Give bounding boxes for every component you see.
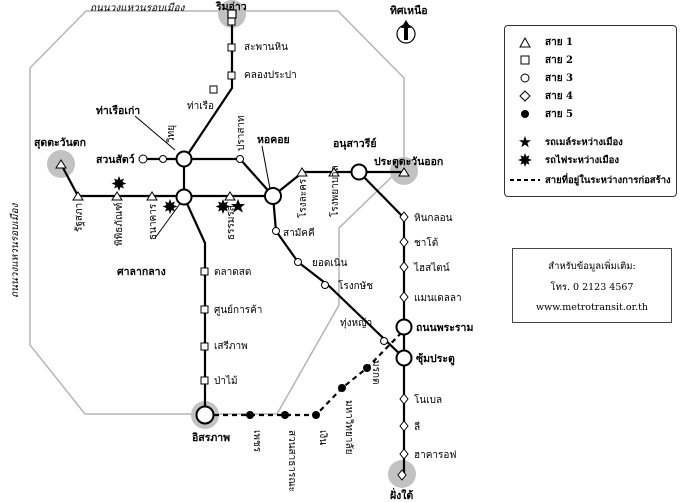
station-label: หินกลอน (414, 213, 453, 224)
station-label: ฮาคารอฟ (414, 450, 456, 461)
station-label: ธนาคาร (148, 203, 159, 240)
station-label: สวนสาธารณะ (286, 430, 297, 492)
legend-line-3: สาย 3 (505, 70, 573, 86)
terminal-rimao: ริมอ่าว (215, 1, 247, 13)
station-label: ศูนย์การค้า (214, 304, 262, 316)
line-4-stations (397, 211, 409, 481)
interchange-stations (175, 150, 413, 425)
legend-line-5: สาย 5 (505, 106, 573, 122)
line-2 (182, 14, 234, 415)
station-label: ธรรมรส (226, 205, 237, 240)
diamond-icon (505, 90, 545, 102)
legend-train: รถไฟระหว่างเมือง (505, 152, 619, 168)
legend-label: รถเมล์ระหว่างเมือง (545, 136, 623, 148)
station-label: เพชร (251, 430, 262, 453)
terminal-sud-tawan-tok: สุดตะวันตก (34, 137, 86, 150)
terminal-symbols (227, 9, 237, 19)
legend-bus: รถเมล์ระหว่างเมือง (505, 134, 623, 150)
info-website[interactable]: www.metrotransit.or.th (535, 302, 649, 313)
station-label: ทุ่งหญ้า (340, 317, 372, 329)
legend-line-2: สาย 2 (505, 52, 573, 68)
station-label: ชาโต้ (414, 236, 438, 249)
star-icon (505, 136, 545, 148)
station-label: แมนเดลลา (414, 293, 462, 304)
legend-label: สายที่อยู่ในระหว่างการก่อสร้าง (545, 174, 671, 186)
interchange-anusawari: อนุสาวรีย์ (333, 137, 376, 151)
terminal-fang-tai: ฝั่งใต้ (390, 487, 413, 502)
station-label: มหาวิทยาลัย (343, 400, 354, 454)
interchange-tha-ruea-kao: ท่าเรือเก่า (96, 104, 140, 117)
terminal-pratu-tawan-ok: ประตูตะวันออก (374, 156, 443, 169)
station-label: ยอดเนิน (312, 258, 348, 269)
triangle-icon (505, 36, 545, 48)
legend-label: สาย 4 (545, 90, 574, 102)
legend-construction: สายที่อยู่ในระหว่างการก่อสร้าง (505, 172, 671, 188)
dashed-line-icon (505, 178, 545, 182)
station-label: โรงกษัช (338, 279, 373, 292)
ring-road-label-side: ถนนวงแหวนรอบเมือง (9, 203, 21, 298)
legend-line-4: สาย 4 (505, 88, 573, 104)
square-icon (505, 55, 545, 65)
legend-label: สาย 3 (545, 72, 574, 84)
station-label: เสรีภาพ (214, 340, 248, 352)
interchange-sum-pratu: ซุ้มประตู (416, 352, 455, 366)
bus-star-icon (231, 199, 245, 213)
circle-icon (505, 73, 545, 83)
station-label: สามัคคี (283, 227, 315, 239)
station-label: โรงละคร (296, 178, 309, 218)
legend-label: รถไฟระหว่างเมือง (545, 154, 619, 166)
legend-label: สาย 1 (545, 36, 574, 48)
terminal-itsaraphap: อิสรภาพ (191, 432, 230, 444)
interchange-sala-klang: ศาลากลาง (117, 266, 166, 278)
legend-label: สาย 2 (545, 54, 574, 66)
station-label: คลองประปา (244, 70, 297, 81)
station-label: วิทยุ (166, 125, 177, 143)
station-label: ท่าเรือ (187, 100, 214, 112)
station-label: พิพิธภัณฑ์ (113, 203, 125, 246)
north-arrow-icon (396, 20, 416, 44)
leader-lines (134, 115, 271, 239)
info-box: สำหรับข้อมูลเพิ่มเติม: โทร. 0 2123 4567 … (512, 248, 672, 323)
line-3-stations (138, 154, 388, 345)
legend-label: สาย 5 (545, 108, 574, 120)
line-5-stations (246, 364, 371, 419)
station-label: โนเบล (414, 393, 442, 406)
train-icons (111, 176, 231, 214)
dot-icon (505, 109, 545, 119)
info-heading: สำหรับข้อมูลเพิ่มเติม: (548, 261, 636, 272)
north-label: ทิศเหนือ (390, 4, 428, 17)
station-label: มรกต (370, 360, 381, 385)
line-1-stations (55, 159, 410, 201)
station-label: โรงพยาบาล (328, 165, 341, 217)
line-2-stations (200, 17, 236, 385)
ring-road (29, 10, 405, 415)
station-label: สะพานหิน (244, 42, 288, 53)
ring-road-label-top: ถนนวงแหวนรอบเมือง (90, 2, 185, 14)
station-label: ตลาดสด (214, 267, 251, 278)
station-label: ป่าไม้ (214, 375, 238, 387)
interchange-hor-khoi: หอคอย (257, 134, 290, 146)
station-label: เงิน (317, 430, 328, 445)
station-label: ปราสาท (236, 115, 247, 151)
station-label: ไฮสไตน์ (413, 262, 450, 274)
legend-line-1: สาย 1 (505, 34, 573, 50)
interchange-suan-sat: สวนสัตว์ (96, 153, 135, 166)
station-label: รัฐสภา (74, 203, 85, 232)
station-label: ลี (414, 421, 420, 433)
burst-icon (505, 153, 545, 167)
legend: สาย 1 สาย 2 สาย 3 สาย 4 สาย 5 รถเมล์ระหว… (504, 25, 677, 197)
info-phone: โทร. 0 2123 4567 (550, 282, 634, 293)
interchange-anon-phraram: ถนนพระราม (416, 322, 473, 334)
